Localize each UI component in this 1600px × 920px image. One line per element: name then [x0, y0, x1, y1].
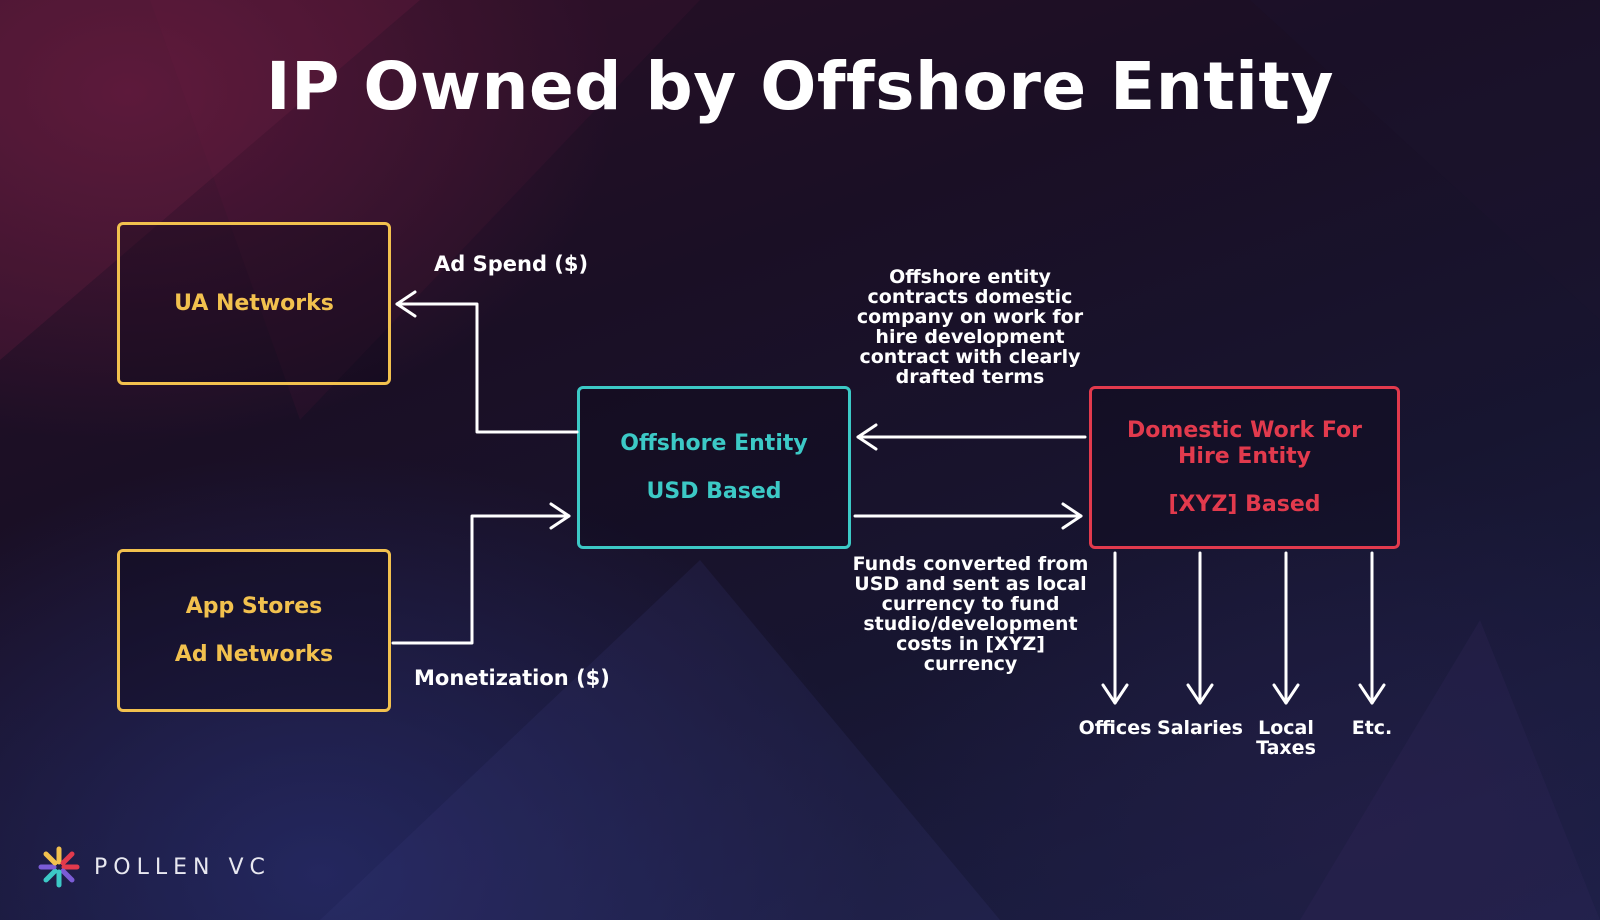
slide-title: IP Owned by Offshore Entity	[266, 48, 1334, 125]
monetization-label: Monetization ($)	[414, 666, 610, 690]
ad-networks-label: Ad Networks	[174, 641, 334, 667]
app-stores-box: App Stores Ad Networks	[117, 549, 391, 712]
funds-note: Funds converted from USD and sent as loc…	[852, 553, 1089, 675]
brand-name: POLLEN VC	[94, 854, 271, 880]
pollen-star-icon	[38, 846, 80, 888]
offshore-entity-label: Offshore Entity	[620, 430, 808, 456]
ad-spend-arrow	[395, 302, 579, 434]
contract-note: Offshore entity contracts domestic compa…	[856, 266, 1084, 388]
xyz-based-label: [XYZ] Based	[1168, 491, 1321, 517]
domestic-entity-box: Domestic Work For Hire Entity [XYZ] Base…	[1089, 386, 1400, 549]
offshore-entity-box: Offshore Entity USD Based	[577, 386, 851, 549]
cost-etc-label: Etc.	[1351, 717, 1393, 739]
domestic-entity-label-2: Hire Entity	[1178, 443, 1311, 469]
usd-based-label: USD Based	[646, 478, 782, 504]
cost-offices-label: Offices	[1078, 717, 1152, 739]
monetization-arrow	[391, 514, 571, 645]
cost-salaries-label: Salaries	[1157, 717, 1243, 739]
ua-networks-box: UA Networks	[117, 222, 391, 385]
ua-networks-label: UA Networks	[174, 290, 334, 316]
ad-spend-label: Ad Spend ($)	[434, 252, 589, 276]
pollen-vc-logo: POLLEN VC	[38, 846, 271, 888]
app-stores-label: App Stores	[185, 593, 323, 619]
cost-local-taxes-label: Local Taxes	[1256, 717, 1316, 759]
domestic-entity-label-1: Domestic Work For	[1127, 417, 1362, 443]
